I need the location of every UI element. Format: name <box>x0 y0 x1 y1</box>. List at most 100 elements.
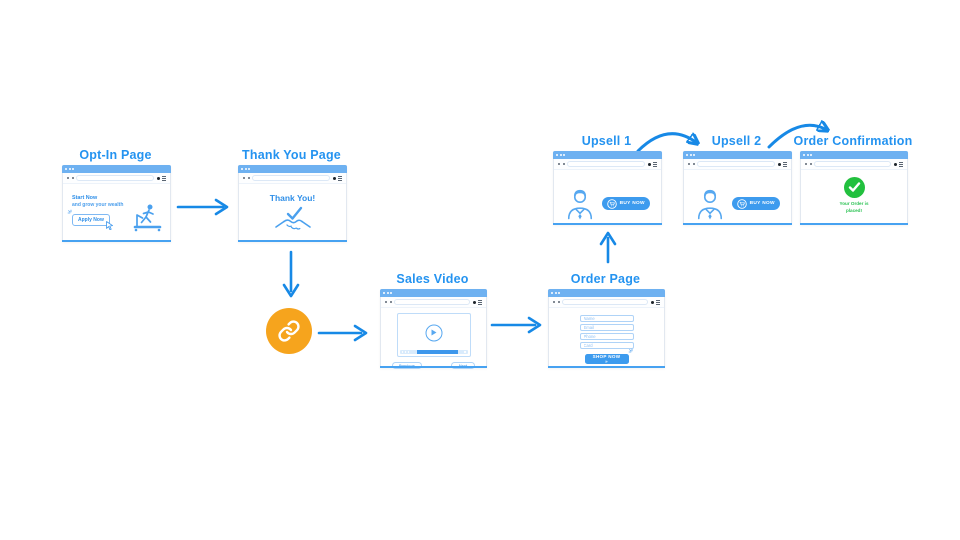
forward-icon[interactable] <box>562 163 565 165</box>
name-field[interactable] <box>579 315 634 322</box>
order-confirmation-title: Order Confirmation <box>793 134 913 148</box>
address-row <box>63 173 170 184</box>
window-control-dot <box>806 154 809 156</box>
buy-now-button[interactable]: BUY NOW <box>602 197 650 210</box>
address-bar[interactable] <box>814 160 891 168</box>
video-progress-bar[interactable] <box>399 350 468 354</box>
window-control-dot <box>559 154 562 156</box>
back-icon[interactable] <box>805 163 807 165</box>
address-row <box>381 297 486 308</box>
menu-icon[interactable] <box>162 175 166 181</box>
handshake-check-icon <box>274 206 311 230</box>
apply-now-button[interactable]: Apply Now <box>67 209 113 230</box>
node-upsell-1: Upsell 1 <box>553 134 662 225</box>
order-page-title: Order Page <box>570 272 641 286</box>
back-icon[interactable] <box>688 163 690 165</box>
opt-in-window: Start Now and grow your wealth Apply Now <box>62 165 171 242</box>
forward-icon[interactable] <box>809 163 812 165</box>
back-icon[interactable] <box>553 301 555 303</box>
account-dot-icon[interactable] <box>777 162 781 166</box>
order-page-window: SHOP NOW » <box>548 289 665 368</box>
window-titlebar <box>800 151 908 159</box>
forward-icon[interactable] <box>71 177 74 179</box>
window-control-dot <box>72 168 74 170</box>
window-control-dot <box>689 154 692 156</box>
arrow-upsell1-to-upsell2 <box>636 132 697 153</box>
phone-field[interactable] <box>579 333 634 340</box>
menu-icon[interactable] <box>478 299 482 305</box>
video-player[interactable] <box>396 313 471 357</box>
buy-now-label: BUY NOW <box>749 201 775 206</box>
address-row <box>684 159 791 170</box>
address-bar[interactable] <box>252 174 330 182</box>
menu-icon[interactable] <box>783 161 787 167</box>
arrow-orderpage-to-upsell1 <box>599 231 617 264</box>
address-row <box>801 159 907 170</box>
optin-headline: Start Now <box>72 195 98 201</box>
success-check-icon <box>843 177 865 198</box>
menu-icon[interactable] <box>899 161 903 167</box>
window-control-dot <box>390 292 392 294</box>
window-control-dot <box>554 292 557 294</box>
window-control-dot <box>241 168 243 170</box>
menu-icon[interactable] <box>656 299 660 305</box>
back-icon[interactable] <box>558 163 560 165</box>
window-control-dot <box>563 154 565 156</box>
shop-now-button[interactable]: SHOP NOW » <box>584 348 632 364</box>
back-icon[interactable] <box>67 177 69 179</box>
back-icon[interactable] <box>243 177 245 179</box>
click-sparkle-icon <box>628 348 632 353</box>
email-field[interactable] <box>579 324 634 331</box>
cart-icon <box>607 198 617 209</box>
forward-icon[interactable] <box>389 301 392 303</box>
account-dot-icon[interactable] <box>647 162 651 166</box>
address-bar[interactable] <box>697 160 775 168</box>
window-control-dot <box>551 292 553 294</box>
window-control-dot <box>386 292 389 294</box>
cart-icon <box>737 198 747 209</box>
node-order-confirmation: Order Confirmation <box>794 134 912 225</box>
address-row <box>239 173 346 184</box>
forward-icon[interactable] <box>692 163 695 165</box>
account-dot-icon[interactable] <box>893 162 897 166</box>
window-control-dot <box>244 168 247 170</box>
window-titlebar <box>380 289 487 297</box>
upsell-1-title: Upsell 1 <box>581 134 632 148</box>
menu-icon[interactable] <box>653 161 657 167</box>
arrow-link-to-salesvideo <box>317 324 368 342</box>
link-icon <box>278 320 300 342</box>
forward-icon[interactable] <box>247 177 250 179</box>
window-control-dot <box>556 154 558 156</box>
sales-video-title: Sales Video <box>396 272 469 286</box>
link-step-circle <box>266 308 312 354</box>
forward-icon[interactable] <box>557 301 560 303</box>
address-bar[interactable] <box>562 298 648 306</box>
account-dot-icon[interactable] <box>472 300 476 304</box>
account-dot-icon[interactable] <box>650 300 654 304</box>
node-order-page: Order Page S <box>548 272 665 368</box>
optin-subheadline: and grow your wealth <box>72 202 124 208</box>
thank-you-window: Thank You! <box>238 165 347 242</box>
play-icon[interactable] <box>425 324 442 342</box>
window-control-dot <box>810 154 812 156</box>
account-dot-icon[interactable] <box>156 176 160 180</box>
shop-now-label: SHOP NOW » <box>592 353 621 364</box>
upsell-2-title: Upsell 2 <box>711 134 762 148</box>
person-icon <box>568 189 593 220</box>
account-dot-icon[interactable] <box>332 176 336 180</box>
next-button[interactable]: Next <box>451 362 475 369</box>
buy-now-button[interactable]: BUY NOW <box>732 197 780 210</box>
window-control-dot <box>686 154 688 156</box>
window-control-dot <box>693 154 695 156</box>
card-field[interactable] <box>579 342 634 349</box>
node-opt-in-page: Opt-In Page Start Now and grow your weal… <box>62 148 171 242</box>
address-bar[interactable] <box>76 174 154 182</box>
previous-button[interactable]: Previous <box>392 362 423 369</box>
menu-icon[interactable] <box>338 175 342 181</box>
back-icon[interactable] <box>385 301 387 303</box>
window-control-dot <box>383 292 385 294</box>
address-bar[interactable] <box>394 298 470 306</box>
address-bar[interactable] <box>567 160 645 168</box>
